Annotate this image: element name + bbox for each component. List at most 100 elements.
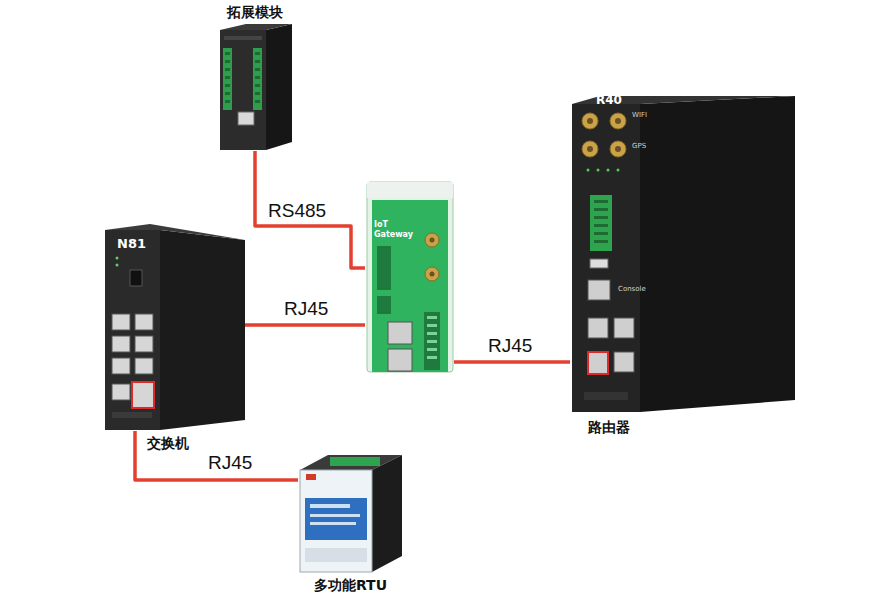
rtu-picture <box>305 498 367 540</box>
gateway-picture <box>367 182 453 372</box>
device-caption: 路由器 <box>588 419 630 436</box>
expansion-module-picture <box>225 92 230 95</box>
router-picture <box>607 169 610 172</box>
expansion-module-picture <box>224 36 262 40</box>
router-picture <box>594 240 608 243</box>
expansion-module-picture <box>220 30 266 150</box>
router-picture <box>587 118 593 124</box>
router-picture <box>582 113 626 157</box>
router-picture <box>588 280 610 300</box>
device-caption: 拓展模块 <box>227 4 283 21</box>
device-caption: 交换机 <box>147 435 189 452</box>
model-name: R40 <box>596 93 622 107</box>
switch-picture <box>112 336 130 352</box>
rtu-picture <box>310 504 350 508</box>
router-picture <box>610 141 626 157</box>
router-picture <box>587 118 621 152</box>
cable-label: RS485 <box>266 200 328 222</box>
router-picture <box>614 318 634 338</box>
rtu-picture <box>372 455 402 572</box>
gateway-picture <box>367 182 453 372</box>
cable-label: RJ45 <box>206 452 254 474</box>
expansion-module-picture <box>225 76 230 79</box>
expansion-module-picture <box>225 84 230 87</box>
router-picture <box>615 146 621 152</box>
router-picture <box>614 352 634 372</box>
router-picture <box>572 104 640 412</box>
switch-picture <box>130 270 142 286</box>
gateway-picture <box>427 316 437 319</box>
device-caption: 多功能RTU <box>314 577 387 594</box>
rtu-picture <box>310 522 356 525</box>
router-picture <box>588 352 608 374</box>
router-picture <box>594 208 608 211</box>
router-picture <box>584 392 628 400</box>
router-picture <box>590 259 608 268</box>
switch-picture <box>112 384 130 400</box>
gateway-picture <box>388 322 412 344</box>
switch-picture <box>135 336 153 352</box>
expansion-module-picture <box>225 68 230 71</box>
gateway-picture <box>388 349 412 371</box>
device-node: 拓展模块 <box>218 24 292 151</box>
switch-picture <box>135 358 153 374</box>
gateway-picture <box>424 312 440 370</box>
switch-picture <box>112 358 130 374</box>
port-label: Console <box>618 286 646 294</box>
rtu-picture <box>300 455 402 572</box>
router-picture <box>572 96 795 412</box>
expansion-module-picture <box>238 112 254 125</box>
rtu-picture <box>330 457 380 466</box>
rtu-picture <box>306 474 316 480</box>
rtu-picture <box>310 514 360 517</box>
switch-picture <box>112 314 130 330</box>
expansion-module-picture <box>266 24 292 150</box>
gateway-picture <box>427 324 437 327</box>
router-picture <box>582 141 598 157</box>
router-picture <box>594 200 608 243</box>
panel-title: IoT Gateway <box>374 220 408 239</box>
expansion-module-picture <box>225 100 230 103</box>
router-picture <box>582 113 598 129</box>
gateway-picture <box>425 267 439 281</box>
expansion-module-picture <box>225 60 230 63</box>
router-picture <box>610 113 626 129</box>
switch-picture <box>105 224 245 430</box>
switch-picture <box>105 230 160 430</box>
router-picture <box>587 146 593 152</box>
gateway-picture <box>372 200 448 372</box>
rtu-picture <box>300 470 372 572</box>
gateway-picture <box>427 356 437 359</box>
switch-picture <box>132 382 154 408</box>
expansion-module-picture <box>255 52 260 55</box>
expansion-module-picture <box>223 48 232 110</box>
device-node: R40路由器 <box>570 94 796 413</box>
router-picture <box>615 118 621 124</box>
cable-line <box>255 151 365 268</box>
device-node: IoT Gateway <box>365 180 454 373</box>
router-picture <box>594 216 608 219</box>
router-picture <box>617 169 620 172</box>
switch-picture <box>160 230 245 430</box>
expansion-module-picture <box>255 100 260 103</box>
device-node: 多功能RTU <box>298 454 403 573</box>
router-picture <box>640 96 795 412</box>
switch-picture <box>116 264 119 267</box>
router-picture <box>587 169 620 172</box>
gateway-picture <box>377 246 391 290</box>
gateway-picture <box>427 348 437 351</box>
rtu-picture <box>305 548 367 562</box>
switch-picture <box>112 412 152 418</box>
expansion-module-picture <box>255 92 260 95</box>
gateway-picture <box>430 272 435 277</box>
gateway-picture <box>427 340 437 343</box>
expansion-module-picture <box>220 24 292 150</box>
expansion-module-picture <box>255 60 260 63</box>
expansion-module-picture <box>255 68 260 71</box>
router-picture <box>590 195 612 251</box>
expansion-module-picture <box>255 76 260 79</box>
router-picture <box>594 224 608 227</box>
